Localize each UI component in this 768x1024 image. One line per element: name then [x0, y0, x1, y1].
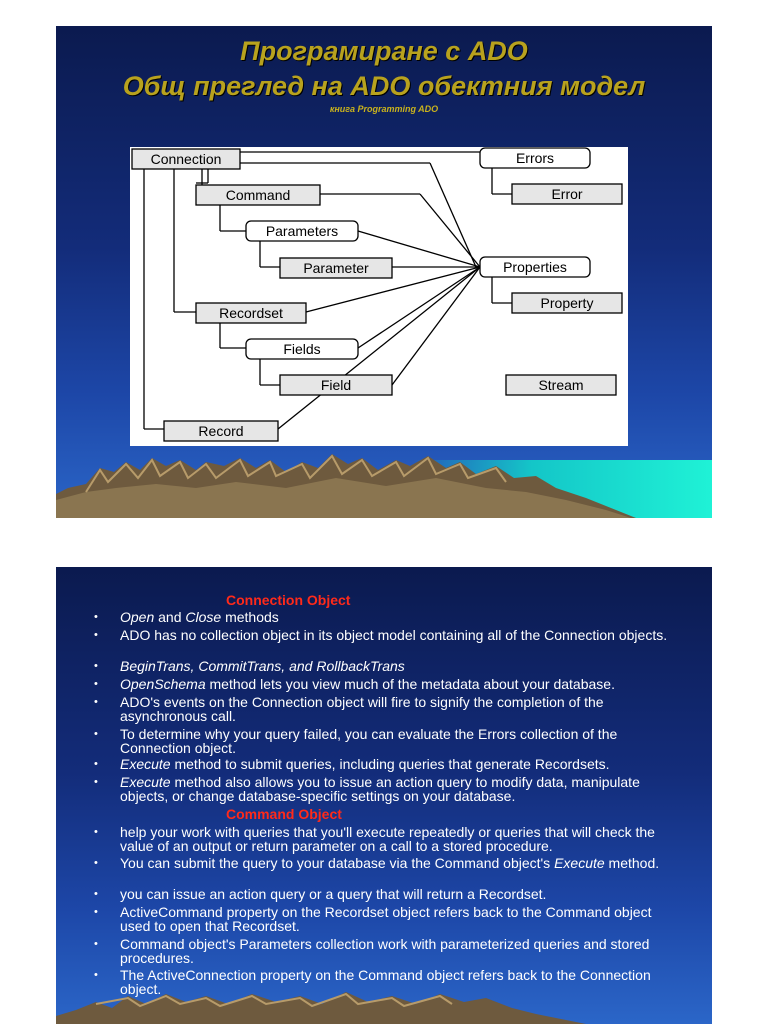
node-label-connection: Connection	[151, 151, 222, 167]
connection-bullet-item: •Open and Close methods	[120, 610, 680, 624]
bullet-text: Open	[120, 609, 154, 625]
bullet-text: method lets you view much of the metadat…	[206, 676, 615, 692]
command-bullet-item: •You can submit the query to your databa…	[120, 856, 680, 870]
node-label-parameter: Parameter	[303, 260, 369, 276]
bullet-dot-icon: •	[94, 905, 98, 919]
command-bullet-item: •ActiveCommand property on the Recordset…	[120, 905, 680, 933]
connection-bullet-item: •Execute method also allows you to issue…	[120, 775, 680, 803]
bullet-dot-icon: •	[94, 727, 98, 741]
node-label-recordset: Recordset	[219, 305, 283, 321]
bullet-text: method.	[605, 855, 659, 871]
slide-subtitle: книга Programming ADO	[56, 104, 712, 114]
node-label-error: Error	[551, 186, 582, 202]
bullet-dot-icon: •	[94, 856, 98, 870]
diagram-field-node: Field	[280, 375, 392, 395]
bullet-text: OpenSchema	[120, 676, 206, 692]
bullet-dot-icon: •	[94, 775, 98, 789]
connection-bullet-item: •Execute method to submit queries, inclu…	[120, 757, 680, 771]
bullet-text: ADO's events on the Connection object wi…	[120, 694, 604, 724]
diagram-fields-node: Fields	[246, 339, 358, 359]
bullet-text: and	[154, 609, 185, 625]
bullet-text: Execute	[554, 855, 605, 871]
bullet-dot-icon: •	[94, 887, 98, 901]
connection-bullet-item: •To determine why your query failed, you…	[120, 727, 680, 755]
bullet-text: You can submit the query to your databas…	[120, 855, 554, 871]
bullet-dot-icon: •	[94, 968, 98, 982]
connection-object-heading: Connection Object	[226, 592, 350, 608]
bullet-text: Execute	[120, 756, 171, 772]
slide-object-model-overview: Програмиране с ADO Общ преглед на ADO об…	[56, 26, 712, 518]
diagram-properties-node: Properties	[480, 257, 590, 277]
connection-bullet-item: •BeginTrans, CommitTrans, and RollbackTr…	[120, 659, 680, 673]
bullet-dot-icon: •	[94, 610, 98, 624]
bullet-dot-icon: •	[94, 757, 98, 771]
slide-title-line1: Програмиране с ADO	[56, 35, 712, 68]
bullet-text: BeginTrans, CommitTrans, and RollbackTra…	[120, 658, 405, 674]
bullet-text: ActiveCommand property on the Recordset …	[120, 904, 651, 934]
slide-connection-command-objects: Connection Object •Open and Close method…	[56, 567, 712, 1024]
connection-bullet-item: •ADO has no collection object in its obj…	[120, 628, 680, 642]
diagram-property-node: Property	[512, 293, 622, 313]
bullet-dot-icon: •	[94, 659, 98, 673]
diagram-parameter-node: Parameter	[280, 258, 392, 278]
node-label-parameters: Parameters	[266, 223, 338, 239]
bullet-text: you can issue an action query or a query…	[120, 886, 546, 902]
mountain-range-illustration-2	[56, 990, 712, 1024]
diagram-errors-node: Errors	[480, 148, 590, 168]
bullet-text: method also allows you to issue an actio…	[120, 774, 640, 804]
node-label-errors: Errors	[516, 150, 554, 166]
bullet-text: methods	[221, 609, 279, 625]
connection-bullet-item: •ADO's events on the Connection object w…	[120, 695, 680, 723]
bullet-dot-icon: •	[94, 695, 98, 709]
bullet-text: To determine why your query failed, you …	[120, 726, 617, 756]
bullet-dot-icon: •	[94, 677, 98, 691]
node-label-fields: Fields	[283, 341, 320, 357]
diagram-record-node: Record	[164, 421, 278, 441]
node-label-command: Command	[226, 187, 291, 203]
command-bullet-item: • help your work with queries that you'l…	[120, 825, 680, 853]
command-bullet-item: •you can issue an action query or a quer…	[120, 887, 680, 901]
connection-bullet-item: •OpenSchema method lets you view much of…	[120, 677, 680, 691]
node-label-record: Record	[198, 423, 243, 439]
bullet-text: help your work with queries that you'll …	[120, 824, 655, 854]
diagram-error-node: Error	[512, 184, 622, 204]
diagram-connection-node: Connection	[132, 149, 240, 169]
node-label-field: Field	[321, 377, 351, 393]
diagram-stream-node: Stream	[506, 375, 616, 395]
bullet-text: method to submit queries, including quer…	[171, 756, 610, 772]
ado-object-model-diagram: Connection Command Parameters Parameter …	[130, 147, 628, 446]
bullet-dot-icon: •	[94, 937, 98, 951]
bullet-text: Command object's Parameters collection w…	[120, 936, 649, 966]
bullet-text: ADO has no collection object in its obje…	[120, 627, 667, 643]
command-object-heading: Command Object	[226, 806, 342, 822]
node-label-stream: Stream	[538, 377, 583, 393]
command-bullet-item: •Command object's Parameters collection …	[120, 937, 680, 965]
node-label-property: Property	[541, 295, 594, 311]
node-label-properties: Properties	[503, 259, 567, 275]
bullet-text: Close	[185, 609, 221, 625]
slide-title-line2: Общ преглед на ADO обектния модел	[56, 70, 712, 103]
bullet-dot-icon: •	[94, 825, 98, 839]
bullet-dot-icon: •	[94, 628, 98, 642]
diagram-parameters-node: Parameters	[246, 221, 358, 241]
diagram-command-node: Command	[196, 185, 320, 205]
mountain-range-illustration	[56, 448, 712, 518]
diagram-recordset-node: Recordset	[196, 303, 306, 323]
